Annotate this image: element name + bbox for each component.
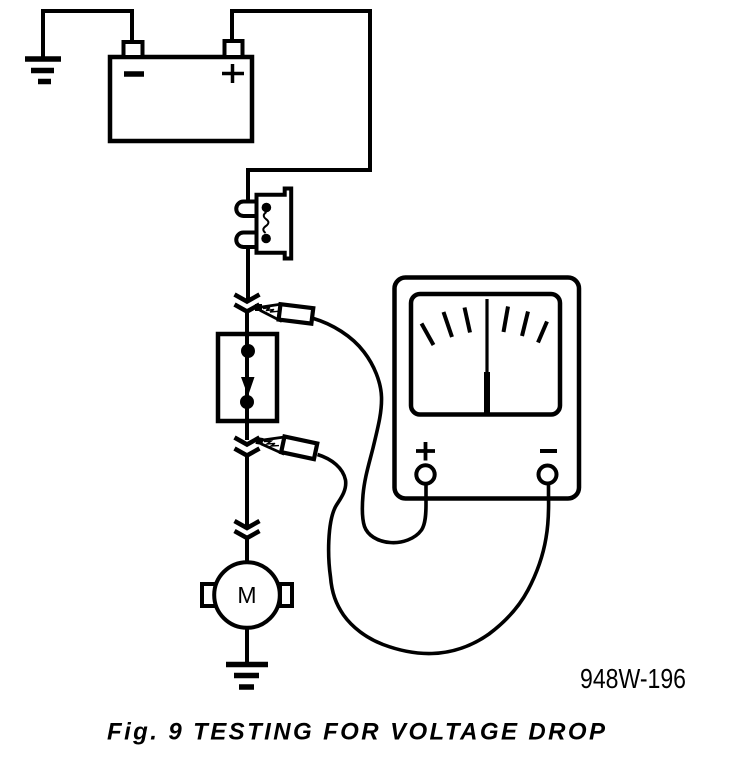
svg-text:M: M [237,582,256,608]
svg-text:948W-196: 948W-196 [580,663,686,694]
svg-text:Fig. 9 TESTING FOR VOLTAGE DRO: Fig. 9 TESTING FOR VOLTAGE DROP [107,719,606,746]
